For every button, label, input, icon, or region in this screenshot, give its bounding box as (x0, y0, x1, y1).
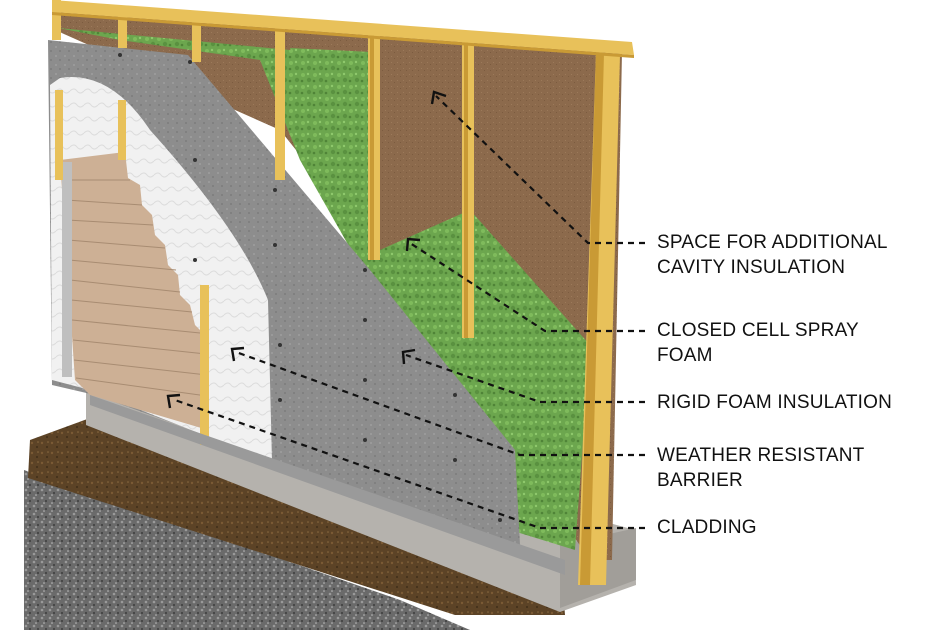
callout-spray-foam: CLOSED CELL SPRAY FOAM (657, 318, 859, 368)
leader-cavity-insulation (435, 95, 645, 245)
fasteners (118, 53, 502, 522)
callout-cavity-insulation-line-1: SPACE FOR ADDITIONAL (657, 232, 888, 253)
top-plate (52, 0, 634, 55)
cavity-space (55, 12, 622, 560)
callout-spray-foam-line-1: CLOSED CELL SPRAY (657, 320, 859, 341)
spray-foam-upper (290, 48, 380, 252)
furring-strip (200, 285, 209, 445)
arrowhead-weather-barrier (230, 346, 245, 362)
callout-cladding: CLADDING (657, 515, 757, 540)
leader-lines (171, 95, 645, 530)
arrowhead-cavity-insulation (430, 90, 447, 105)
cladding-corner-trim (62, 162, 72, 377)
leader-spray-foam (409, 242, 645, 333)
callout-cavity-insulation-line-2: CAVITY INSULATION (657, 257, 846, 278)
leader-arrowheads (166, 90, 447, 409)
callout-rigid-foam-line-1: RIGID FOAM INSULATION (657, 392, 893, 413)
furring-strip (118, 100, 126, 160)
arrowhead-cladding (166, 393, 181, 409)
top-plate-edge (52, 12, 634, 58)
callout-weather-barrier: WEATHER RESISTANT BARRIER (657, 443, 864, 493)
furring-strip (55, 90, 63, 180)
callout-weather-barrier-line-2: BARRIER (657, 470, 743, 491)
leader-rigid-foam (405, 353, 645, 404)
arrowhead-spray-foam (405, 237, 421, 252)
leader-weather-barrier (235, 350, 645, 457)
leader-cladding (171, 397, 645, 530)
bottom-track (90, 395, 565, 575)
callout-spray-foam-line-2: FOAM (657, 345, 713, 366)
callout-weather-barrier-line-1: WEATHER RESISTANT (657, 445, 865, 466)
studs (52, 0, 620, 585)
arrowhead-rigid-foam (401, 348, 416, 365)
siding-lines (65, 179, 208, 397)
soil-layer (28, 418, 565, 615)
callout-cavity-insulation: SPACE FOR ADDITIONAL CAVITY INSULATION (657, 230, 888, 280)
callout-rigid-foam: RIGID FOAM INSULATION (657, 390, 892, 415)
callout-cladding-line-1: CLADDING (657, 517, 757, 538)
